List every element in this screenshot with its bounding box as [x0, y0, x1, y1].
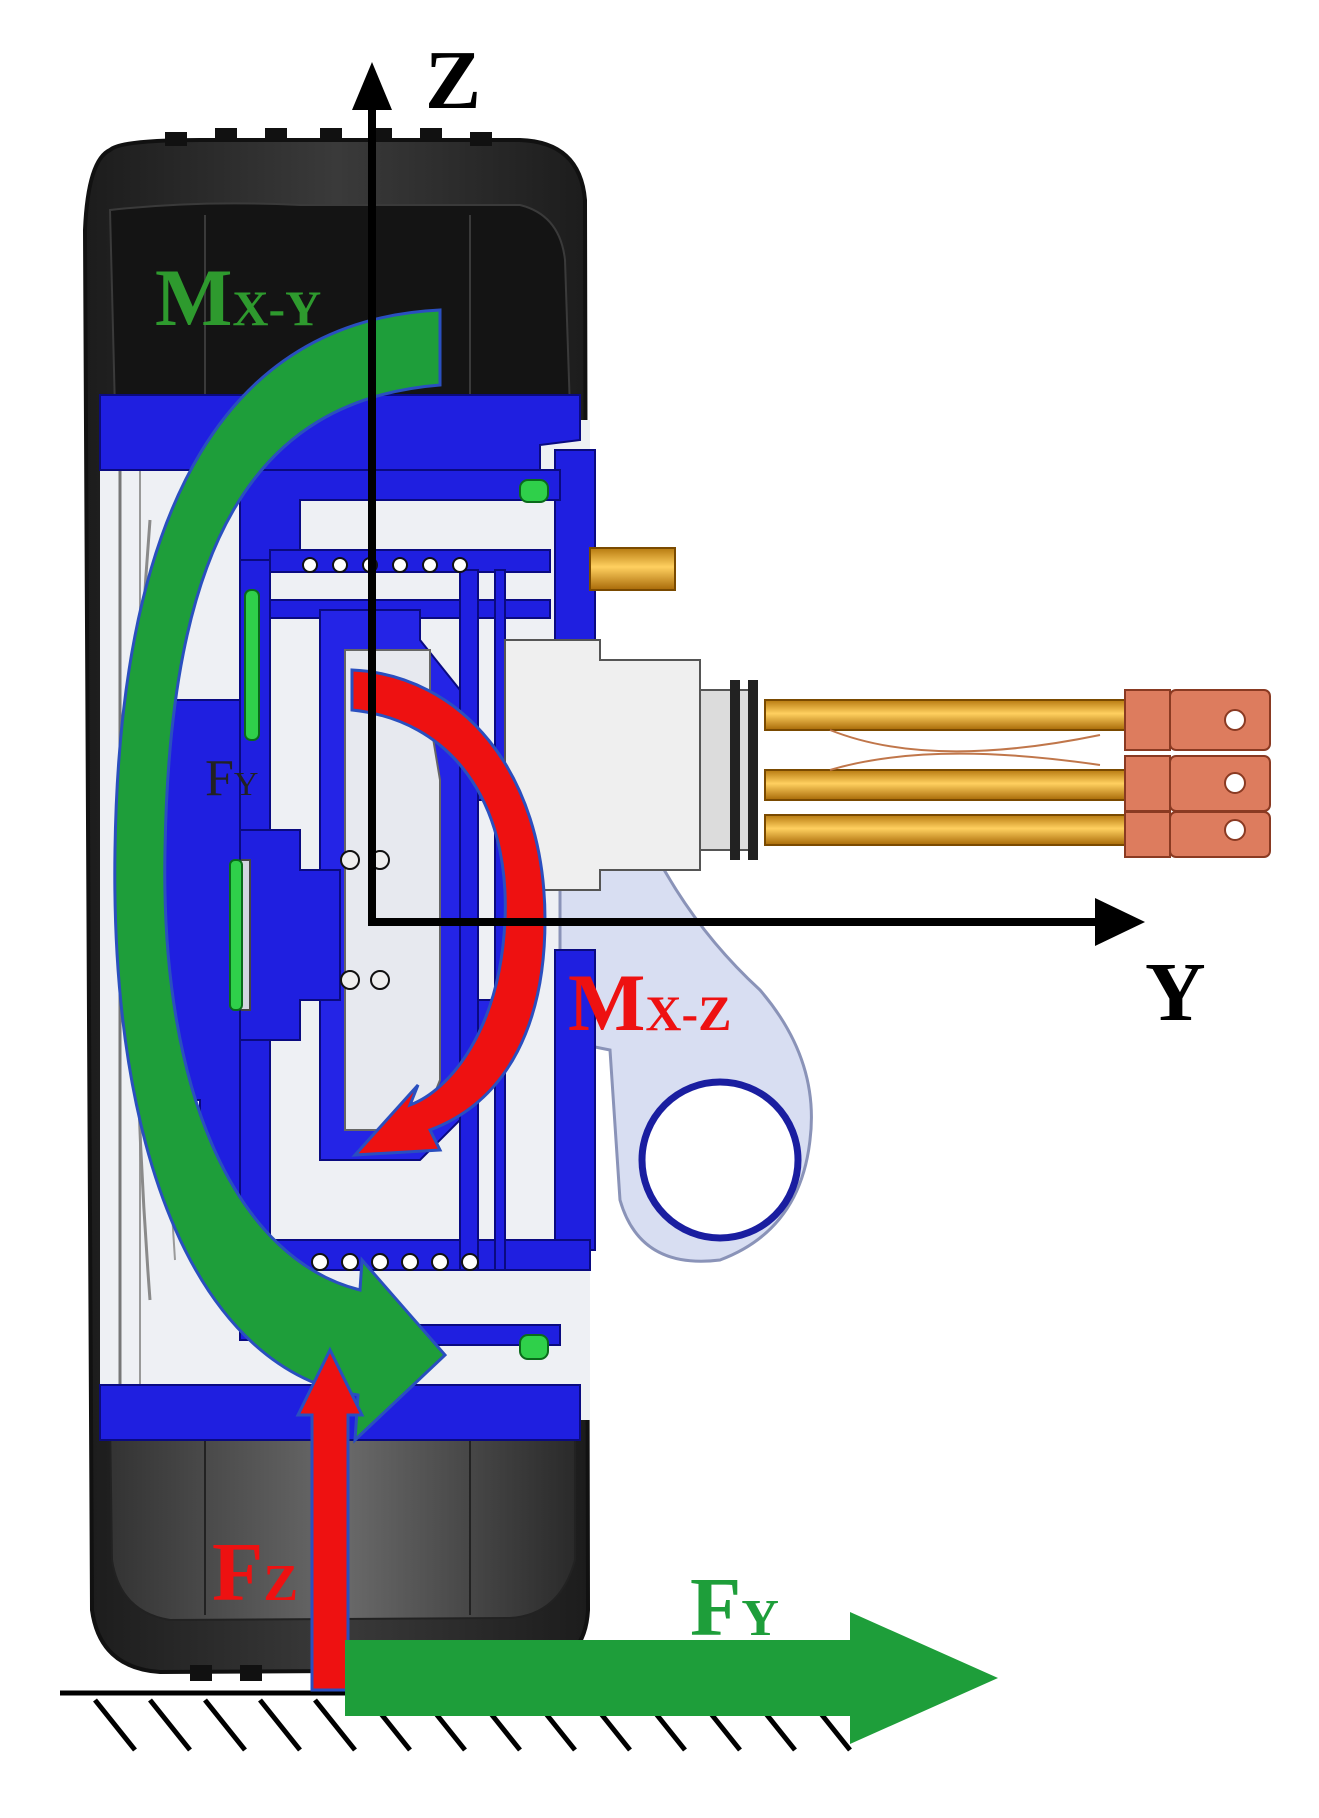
- moment-xz-label: MX-Z: [568, 957, 732, 1048]
- moment-xz-arrow: [350, 668, 547, 1157]
- axis-y-label: Y: [1145, 946, 1206, 1039]
- axis-z-label: Z: [425, 34, 481, 127]
- lower-bearing: [311, 1253, 479, 1271]
- moment-xy-arrow: [113, 308, 448, 1444]
- seal-elements: [229, 479, 549, 1360]
- power-terminals: [764, 699, 1131, 846]
- cable-lugs: [1124, 689, 1271, 858]
- force-fy-arrow: [345, 1612, 998, 1744]
- force-fz-label: FZ: [212, 1526, 298, 1619]
- force-fy-small-label: FY: [205, 750, 258, 807]
- moment-xy-label: MX-Y: [155, 252, 321, 343]
- gold-stub: [589, 547, 676, 591]
- force-fy-label: FY: [690, 1561, 779, 1654]
- axis-z: [352, 62, 392, 925]
- connector-housing: [504, 639, 758, 891]
- axis-y: [368, 898, 1145, 946]
